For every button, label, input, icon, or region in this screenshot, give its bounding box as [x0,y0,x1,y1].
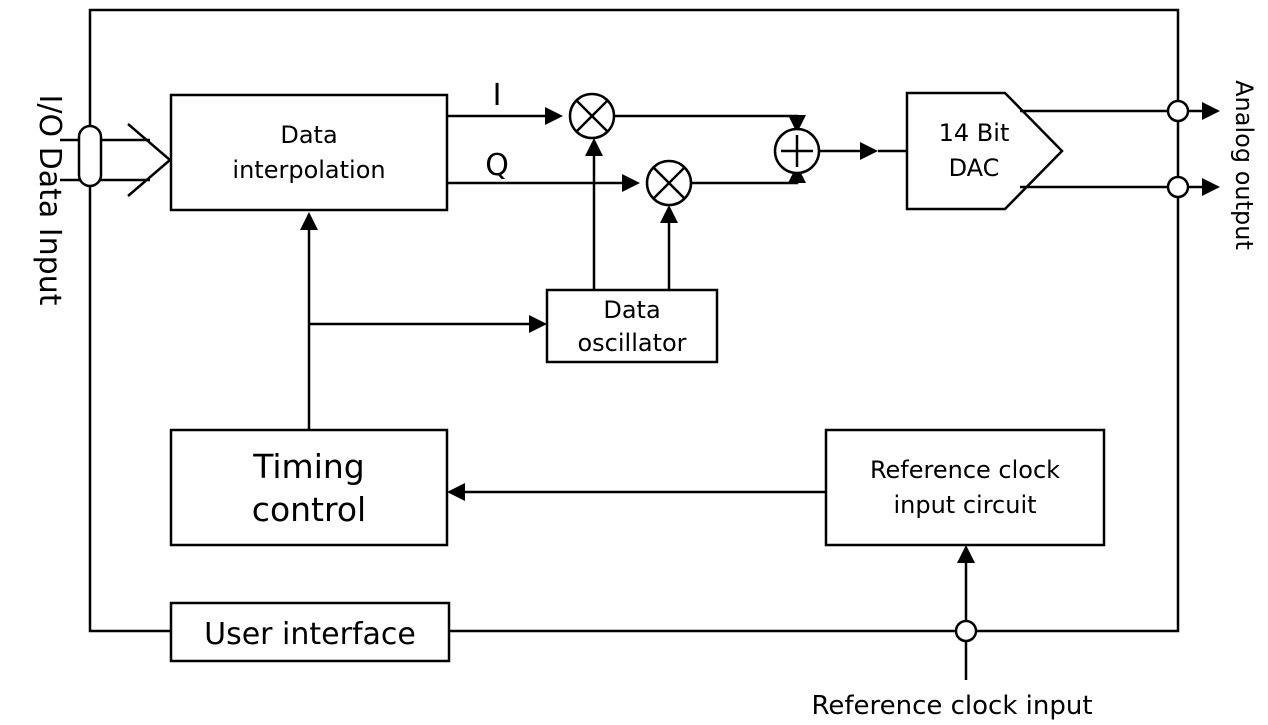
reference-clock-circuit-label-line1: Reference clock [870,456,1060,484]
refclock-to-timing-wire [447,483,826,501]
io-input-bus [60,123,172,197]
user-interface-label: User interface [204,617,416,652]
data-interpolation-block: Data interpolation [169,93,449,212]
analog-output-wires [1020,99,1220,199]
reference-clock-circuit-block: Reference clock input circuit [824,428,1106,547]
dac-label-line2: DAC [949,154,1000,182]
data-oscillator-block: Data oscillator [545,288,719,364]
dac-block: 14 Bit DAC [905,91,1064,211]
timing-control-block: Timing control [169,428,449,547]
q-channel-path: Q [447,148,640,192]
data-oscillator-label-line1: Data [603,296,660,324]
summer-to-dac-wire [819,142,907,160]
reference-clock-input-wire [954,545,978,680]
reference-clock-circuit-label-line2: input circuit [893,491,1036,519]
data-interpolation-label-line2: interpolation [232,156,385,184]
data-interpolation-label-line1: Data [280,121,337,149]
timing-distribution-wires [300,212,547,430]
q-channel-label: Q [485,148,509,183]
reference-clock-input-label: Reference clock input [811,691,1092,721]
outer-frame [88,8,1180,633]
data-oscillator-label-line2: oscillator [577,329,686,357]
analog-output-terminal-2 [1166,175,1190,199]
analog-output-terminal-1 [1166,99,1190,123]
user-interface-block: User interface [169,601,451,663]
i-channel-path: I [447,78,563,125]
io-connector [77,124,103,188]
dac-label-line1: 14 Bit [939,119,1010,147]
mixer-q [645,159,693,207]
mixer-i [568,92,616,140]
summer [773,127,821,175]
timing-control-label-line1: Timing [252,447,365,486]
oscillator-to-mixers-wires [585,138,678,290]
io-data-input-label: I/O Data Input [32,95,67,306]
analog-output-label: Analog output [1230,80,1258,250]
i-channel-label: I [493,78,502,113]
timing-control-label-line2: control [252,490,366,529]
reference-clock-terminal [954,619,978,643]
